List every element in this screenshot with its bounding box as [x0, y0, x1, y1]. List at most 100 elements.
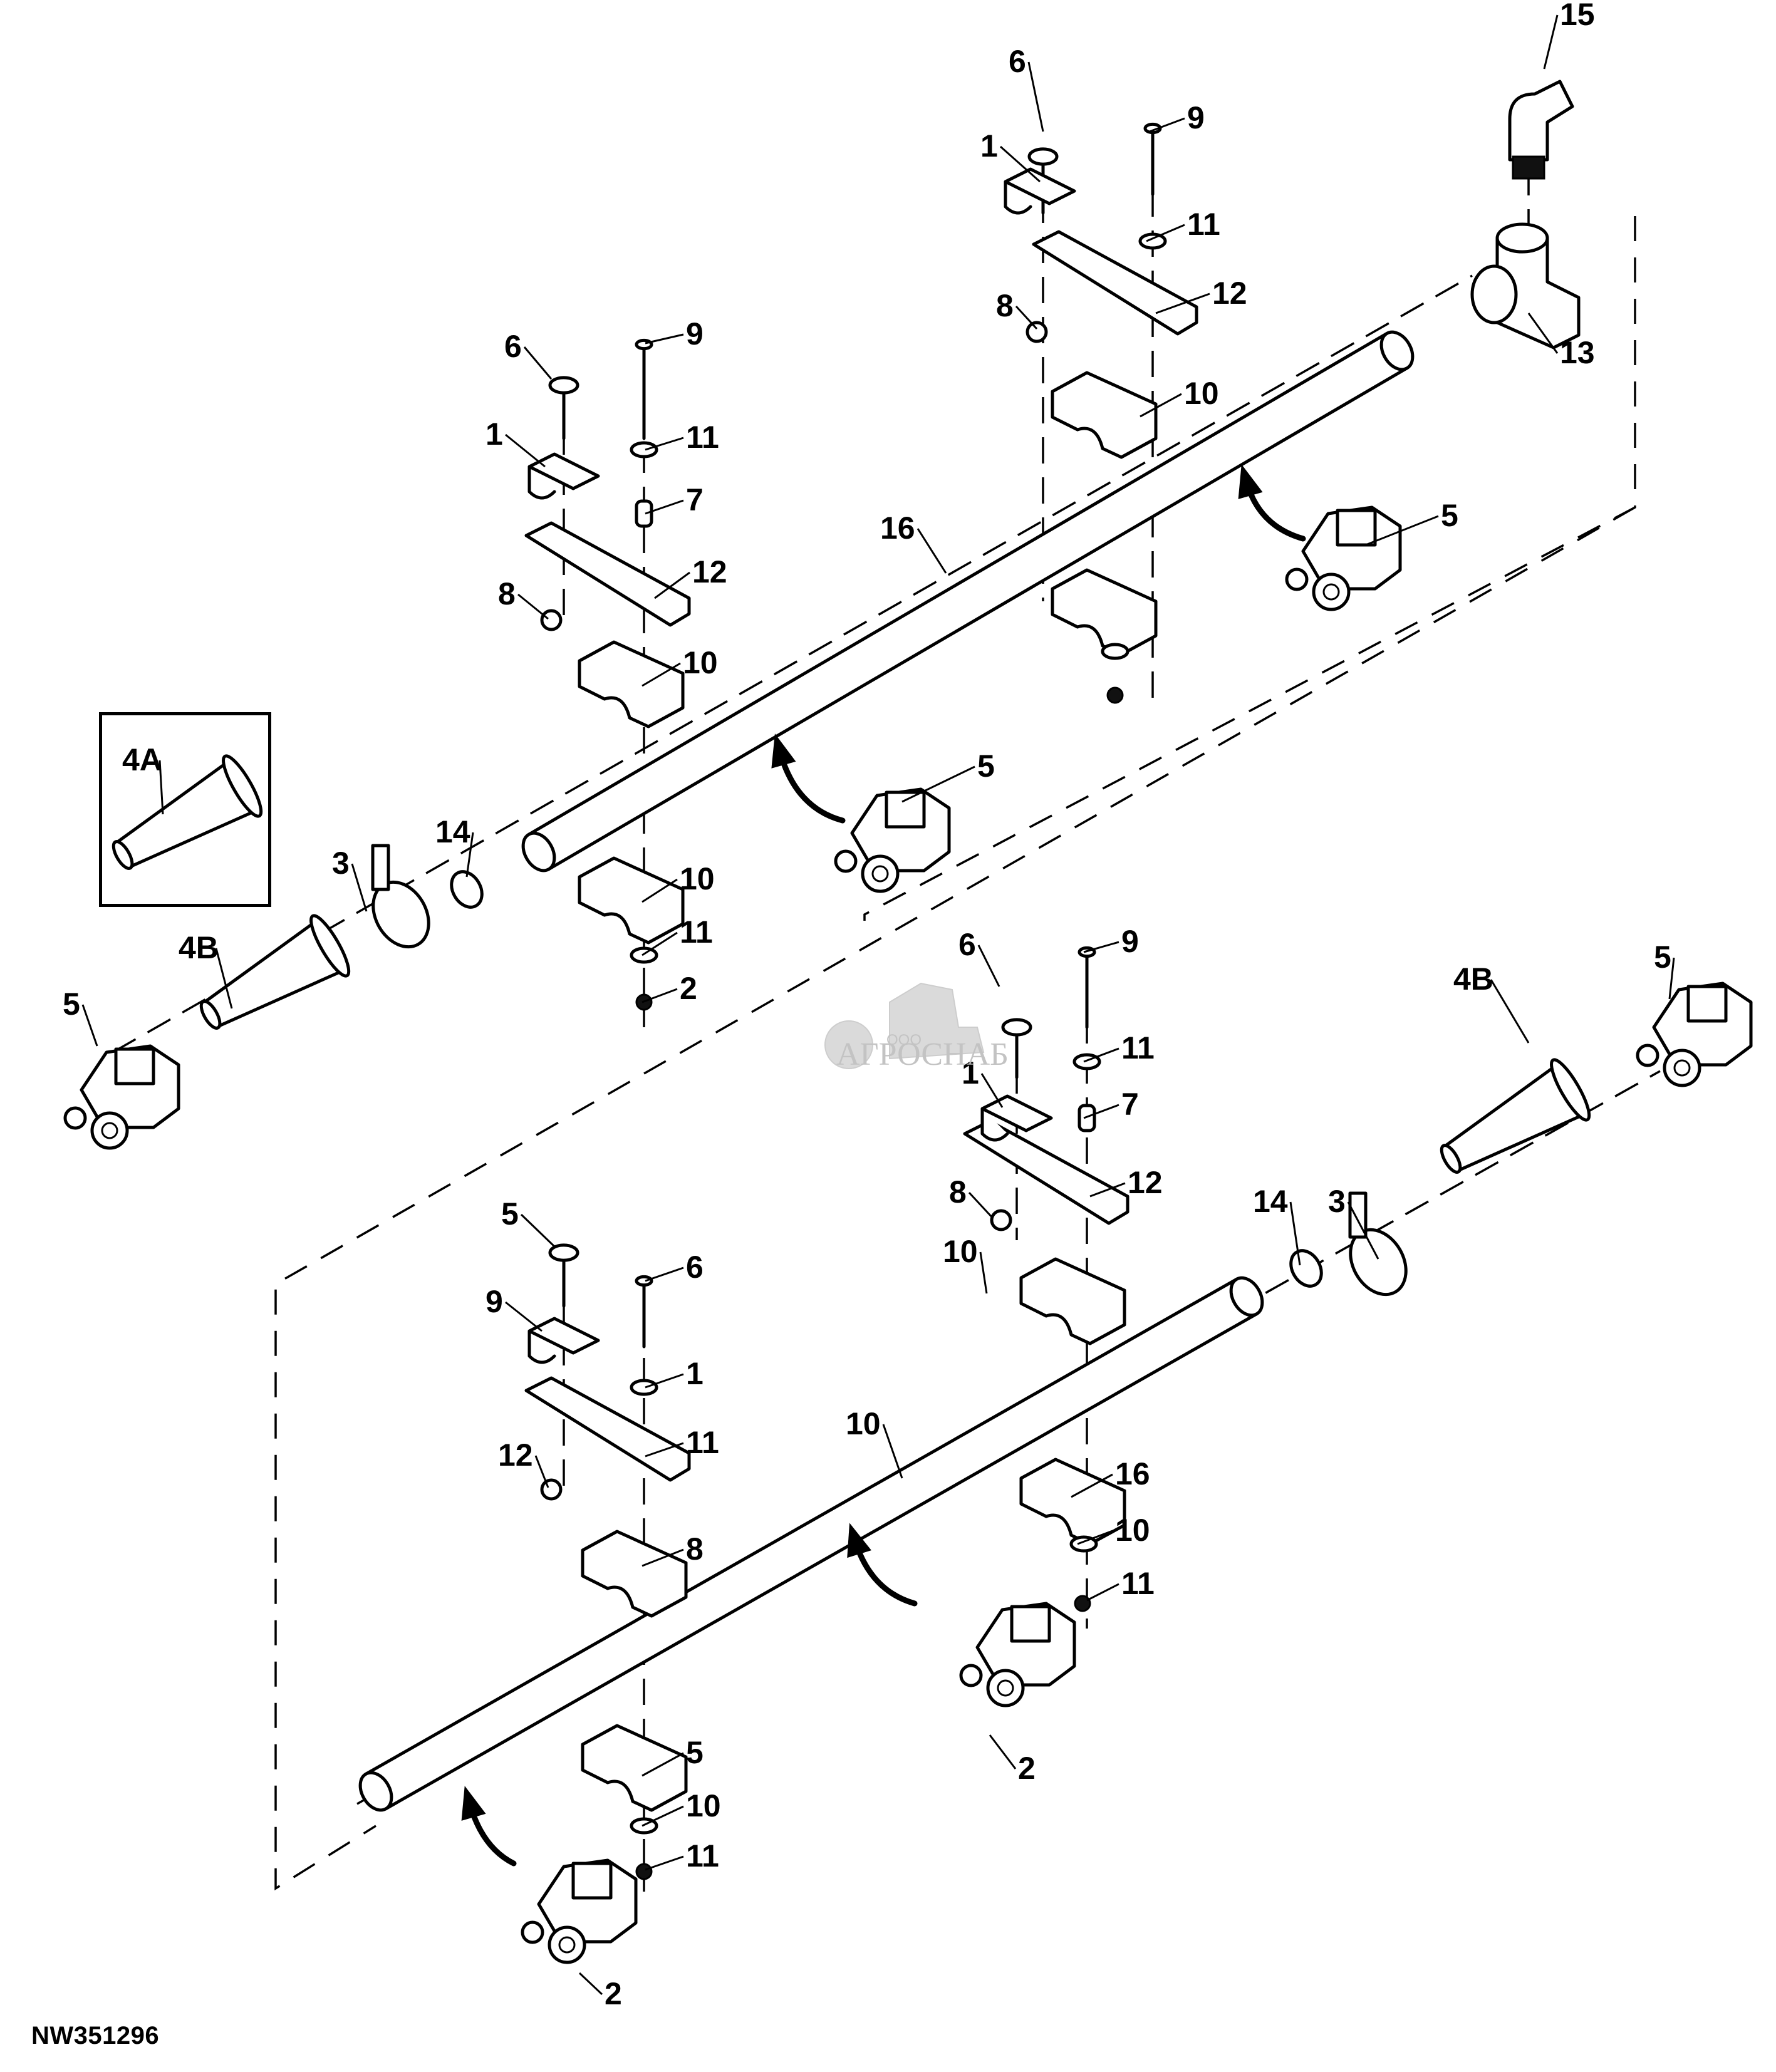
strainer-4b-left-tip: [199, 1000, 222, 1030]
leader-line: [1027, 61, 1044, 132]
leader-line: [1086, 1583, 1119, 1602]
washer: [1101, 643, 1129, 660]
install-arrow-head: [1238, 464, 1263, 499]
seal-ring: [450, 870, 484, 909]
callout-label: 10: [686, 1788, 721, 1823]
callout-label: 2: [680, 971, 697, 1006]
callout-label: 16: [1115, 1456, 1150, 1491]
callout-label: 10: [943, 1234, 978, 1269]
mounting-plate: [524, 1376, 691, 1482]
inset-frame-4a: [99, 712, 271, 907]
flange-nut: [990, 1209, 1012, 1231]
mounting-plate: [524, 521, 691, 627]
pipe-clamp: [578, 856, 685, 945]
tee-fitting: [1495, 236, 1581, 350]
leader-line: [505, 433, 546, 468]
mounting-plate: [1032, 230, 1198, 336]
callout-label: 11: [1121, 1030, 1155, 1065]
nozzle-body: [1285, 505, 1402, 611]
callout-label: 12: [692, 554, 727, 589]
nozzle-body-outlet: [90, 1111, 129, 1150]
leader-line: [641, 1548, 684, 1567]
callout-label: 8: [949, 1174, 967, 1210]
strainer-4a-flange: [222, 754, 263, 818]
nozzle-body-port: [63, 1106, 87, 1130]
boom-pipe-upper-end: [1379, 330, 1415, 371]
callout-label: 9: [686, 316, 704, 351]
pipe-clamp: [1051, 568, 1158, 656]
leader-line: [1527, 313, 1559, 354]
washer: [630, 946, 658, 964]
callout-label: 14: [435, 814, 470, 849]
callout-label: 13: [1560, 335, 1595, 370]
nozzle-body-cap: [1010, 1605, 1051, 1643]
leader-line: [1083, 1047, 1119, 1063]
callout-label: 16: [880, 510, 915, 546]
nozzle-body-cap: [1336, 509, 1377, 547]
watermark: ООО АГРОСНАБ: [824, 982, 1009, 1072]
leader-line: [645, 499, 684, 515]
callout-label: 6: [504, 329, 522, 364]
callout-label: 3: [332, 846, 350, 881]
leader-line: [523, 346, 553, 380]
callout-label: 12: [498, 1437, 533, 1473]
leader-line: [977, 945, 1000, 987]
nozzle-body-port: [959, 1664, 983, 1687]
carriage-bolt-head: [548, 376, 579, 395]
callout-label: 1: [980, 128, 998, 163]
leader-line: [645, 1267, 684, 1282]
nozzle-body-outlet-bore: [997, 1679, 1014, 1697]
leader-line: [645, 1373, 684, 1389]
leader-line: [641, 988, 678, 1003]
callout-label: 10: [683, 645, 718, 680]
leader-line: [1089, 1182, 1126, 1198]
leader-line: [505, 1301, 543, 1332]
callout-label: 8: [686, 1531, 704, 1567]
figure-id: NW351296: [31, 2022, 160, 2049]
callout-label: 10: [1115, 1513, 1150, 1548]
boom-pipe-upper-end: [521, 831, 556, 873]
carriage-bolt-head: [1001, 1018, 1032, 1037]
nozzle-body-cap: [114, 1047, 155, 1085]
carriage-bolt-head: [1027, 147, 1059, 166]
pipe-clamp: [581, 1530, 688, 1618]
retainer-tag: [371, 844, 390, 891]
leader-line: [351, 863, 368, 912]
leader-line: [641, 1752, 684, 1777]
cap-screw-head: [635, 1275, 653, 1287]
leader-line: [1083, 941, 1119, 953]
leader-line: [158, 760, 164, 815]
callout-label: 12: [1128, 1165, 1163, 1200]
leader-line: [534, 1455, 549, 1488]
callout-label: 1: [486, 417, 503, 452]
callout-label: 5: [1654, 940, 1671, 975]
callout-label: 6: [1009, 44, 1026, 79]
leader-line: [1083, 1104, 1119, 1119]
callout-label: 9: [1187, 100, 1205, 135]
washer: [630, 441, 658, 458]
nozzle-body-outlet-bore: [1673, 1059, 1691, 1077]
leader-line: [641, 1805, 684, 1827]
nozzle-body-port: [521, 1920, 544, 1944]
callout-label: 9: [486, 1284, 503, 1319]
seal-ring: [1289, 1249, 1323, 1288]
nozzle-body-outlet: [548, 1925, 586, 1964]
leader-line: [215, 948, 233, 1009]
leader-line: [1146, 224, 1185, 242]
callout-label: 8: [996, 288, 1014, 323]
leader-line: [1015, 305, 1038, 330]
pipe-clamp: [1019, 1257, 1126, 1345]
nozzle-body-outlet: [1663, 1049, 1701, 1087]
strainer-4b-right-tip: [1440, 1144, 1462, 1174]
watermark-combine-icon: [889, 982, 985, 1060]
bracket-clip: [1004, 167, 1076, 215]
leader-line: [1149, 117, 1185, 133]
nut: [635, 1863, 653, 1880]
leader-line: [654, 571, 690, 599]
callout-label: 6: [958, 927, 976, 962]
callout-label: 8: [498, 576, 516, 611]
leader-line: [882, 1424, 903, 1479]
callout-label: 6: [686, 1250, 704, 1285]
callout-label: 10: [846, 1406, 881, 1441]
callout-label: 5: [686, 1735, 704, 1770]
